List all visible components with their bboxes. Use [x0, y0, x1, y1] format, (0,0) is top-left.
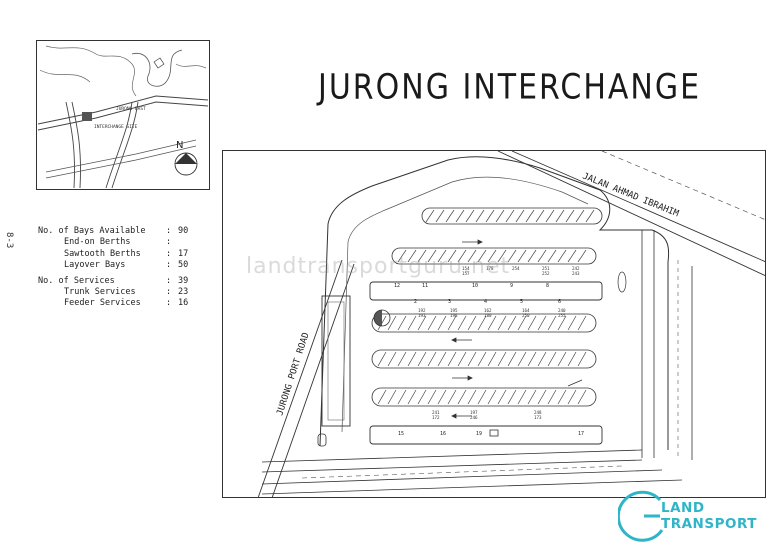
location-map: INTERCHANGE SITE JURONG EAST N — [36, 40, 210, 190]
service-number: 162 — [484, 308, 492, 313]
berth-number: 6 — [558, 299, 561, 305]
service-number: 193 — [418, 313, 426, 318]
berth-number: 5 — [520, 299, 523, 305]
service-number: 254 — [512, 266, 520, 271]
page-title: JURONG INTERCHANGE — [318, 67, 702, 108]
berth-number: 8 — [546, 283, 549, 289]
stat-row: No. of Bays Available:90 — [38, 226, 189, 236]
site-plan: JALAN AHMAD IBRAHIM JURONG PORT ROAD — [222, 150, 766, 498]
service-number: 251 — [542, 266, 550, 271]
service-number: 157 — [462, 271, 470, 276]
berth-number: 3 — [448, 299, 451, 305]
berth-number: 16 — [440, 431, 446, 437]
logo-text-land: LAND — [661, 500, 705, 516]
service-number: 195 — [450, 308, 458, 313]
service-number: 198 — [450, 313, 458, 318]
stat-row: Layover Bays:50 — [64, 260, 189, 271]
berth-number: 12 — [394, 283, 400, 289]
berth-platforms — [369, 281, 603, 445]
stat-row: Trunk Services:23 — [64, 286, 189, 297]
service-number: 250 — [522, 313, 530, 318]
service-number: 180 — [484, 313, 492, 318]
berth-number: 9 — [510, 283, 513, 289]
interchange-stats: No. of Bays Available:90 End-on Berths: … — [38, 226, 228, 310]
sawtooth-bay-rows — [371, 207, 603, 407]
service-number: 241 — [432, 410, 440, 415]
berth-number: 4 — [484, 299, 487, 305]
service-number: 255 — [558, 313, 566, 318]
berth-number: 19 — [476, 431, 482, 437]
stat-row: Sawtooth Berths:17 — [64, 248, 189, 259]
land-transport-logo — [618, 490, 664, 542]
berth-number: 11 — [422, 283, 428, 289]
north-label: N — [176, 140, 183, 151]
service-number: 197 — [470, 410, 478, 415]
berth-number: 10 — [472, 283, 478, 289]
berth-number: 17 — [578, 431, 584, 437]
stat-row: End-on Berths: — [64, 237, 172, 248]
service-number: 246 — [470, 415, 478, 420]
berth-number: 2 — [414, 299, 417, 305]
service-number: 172 — [432, 415, 440, 420]
service-number: 248 — [534, 410, 542, 415]
service-number: 164 — [522, 308, 530, 313]
berth-number: 15 — [398, 431, 404, 437]
logo-text-transport: TRANSPORT — [661, 516, 757, 532]
service-number: 242 — [572, 266, 580, 271]
service-number: 252 — [542, 271, 550, 276]
watermark-text: landtransportguru.net — [246, 254, 511, 279]
site-label: INTERCHANGE SITE — [94, 124, 138, 130]
service-number: 173 — [534, 415, 542, 420]
interchange-site-marker — [82, 112, 92, 121]
service-number: 178 — [486, 266, 494, 271]
stat-row: Feeder Services:16 — [64, 298, 189, 309]
service-number: 154 — [462, 266, 470, 271]
page-number: 8-3 — [4, 232, 14, 249]
area-label: JURONG EAST — [116, 106, 146, 112]
service-number: 243 — [572, 271, 580, 276]
service-number: 240 — [558, 308, 566, 313]
service-number: 192 — [418, 308, 426, 313]
stat-row: No. of Services:39 — [38, 275, 189, 286]
